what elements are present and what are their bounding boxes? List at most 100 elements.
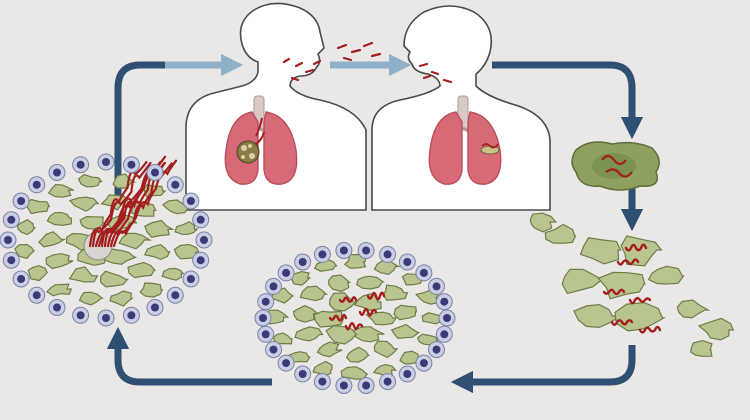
lymphocyte-nucleus	[186, 275, 195, 283]
granuloma-macrophage	[14, 243, 36, 259]
lymphocyte-nucleus	[171, 291, 180, 300]
lymphocyte-nucleus	[53, 168, 61, 177]
lymphocyte-nucleus	[440, 330, 449, 339]
granuloma-macrophage	[328, 274, 352, 293]
lymphocyte-nucleus	[196, 215, 205, 224]
infected-macrophage	[571, 141, 660, 191]
bacteria-icon	[624, 243, 648, 252]
lymphocyte-nucleus	[151, 303, 159, 312]
lymphocyte-nucleus	[362, 381, 371, 390]
lymphocyte-nucleus	[403, 258, 412, 266]
new-host-lungs	[428, 95, 502, 185]
lymphocyte-nucleus	[318, 250, 327, 259]
granuloma-macrophage	[373, 258, 401, 275]
macrophage-cluster	[529, 212, 735, 357]
granuloma-macrophage	[77, 173, 103, 188]
granuloma-macrophage	[27, 265, 49, 282]
lymphocyte-nucleus	[318, 377, 327, 386]
granuloma-macrophage	[382, 284, 409, 301]
cycle-arrow-top-right	[492, 61, 644, 140]
lymphocyte-nucleus	[261, 330, 270, 339]
ruptured-granuloma	[0, 153, 213, 327]
lymphocyte-nucleus	[339, 246, 348, 255]
new-host-left-lung	[428, 111, 463, 185]
lymphocyte-nucleus	[171, 180, 180, 189]
infected-host-lungs	[224, 95, 298, 185]
lymphocyte-nucleus	[32, 291, 41, 300]
lymphocyte-nucleus	[432, 345, 441, 354]
lymphocyte-nucleus	[403, 370, 412, 378]
granuloma-macrophage	[47, 183, 74, 198]
granuloma-macrophage	[365, 311, 398, 326]
primary-lesion-icon	[480, 143, 500, 155]
bacteria-icon	[628, 297, 652, 305]
granuloma-macrophage	[45, 283, 73, 297]
escaping-bacteria-icon	[112, 159, 178, 248]
inhaled-droplets-icon	[418, 62, 453, 84]
bacteria-icon	[328, 313, 348, 322]
granuloma-macrophage	[144, 219, 175, 238]
infected-host-right-lung	[263, 111, 298, 185]
granuloma-macrophage	[16, 218, 37, 236]
macrophage-cell	[529, 212, 558, 233]
macrophage-cell	[690, 339, 713, 357]
macrophage-cell	[573, 303, 623, 329]
granuloma-macrophage	[355, 275, 386, 290]
lymphocyte-nucleus	[383, 377, 392, 386]
macrophage-cell	[620, 235, 663, 267]
granuloma-macrophage	[173, 243, 200, 260]
lymphocyte-nucleus	[282, 359, 291, 368]
bacteria-icon	[366, 291, 386, 301]
bacteria-icon	[344, 321, 364, 331]
lymphocyte-nucleus	[259, 314, 267, 322]
granuloma-macrophage	[393, 304, 417, 321]
granuloma-macrophage	[68, 266, 99, 283]
lymphocyte-nucleus	[102, 158, 110, 166]
granuloma-macrophage	[139, 282, 164, 298]
macrophage-cell	[561, 268, 606, 295]
cycle-arrow-left-up	[114, 61, 165, 205]
bacteria-icon	[638, 325, 662, 334]
granuloma-macrophage	[143, 244, 171, 261]
granuloma	[254, 242, 456, 394]
lymphocyte-nucleus	[261, 297, 270, 306]
granuloma-macrophage	[316, 341, 343, 358]
granuloma-macrophage	[313, 258, 338, 272]
granuloma-macrophage	[292, 305, 320, 323]
granuloma-macrophage	[174, 221, 199, 235]
lymphocyte-nucleus	[432, 282, 441, 291]
lymphocyte-nucleus	[298, 258, 307, 266]
granuloma-macrophage	[45, 253, 74, 270]
granuloma-macrophage	[373, 340, 399, 359]
lymphocyte-nucleus	[102, 314, 110, 322]
granuloma-macrophage	[38, 231, 67, 248]
lymphocyte-nucleus	[127, 311, 136, 320]
granuloma-macrophage	[161, 267, 185, 281]
bacteria-icon	[602, 288, 626, 296]
lymphocyte-nucleus	[4, 236, 12, 244]
granuloma-macrophage	[299, 285, 328, 302]
cycle-arrows	[106, 53, 644, 394]
lymphocyte-nucleus	[53, 303, 61, 312]
lymphocyte-nucleus	[17, 275, 26, 283]
lymphocyte-nucleus	[269, 282, 278, 291]
granuloma-macrophage	[399, 350, 422, 365]
lymphocyte-nucleus	[419, 359, 428, 368]
escaping-bacteria-icon	[88, 161, 152, 248]
lymphocyte-nucleus	[200, 236, 208, 244]
bacteria-icon	[358, 307, 378, 317]
macrophage-cell	[647, 265, 685, 285]
lymphocyte-nucleus	[127, 160, 136, 169]
lymphocyte-nucleus	[339, 381, 348, 390]
macrophage-cell	[544, 223, 577, 244]
bacteria-icon	[616, 258, 640, 266]
macrophage-cell	[697, 317, 735, 341]
new-host	[371, 5, 551, 211]
granuloma-macrophage	[109, 290, 134, 307]
airborne-droplets-icon	[336, 41, 382, 62]
granuloma-macrophage	[78, 291, 105, 306]
lymphocyte-nucleus	[7, 215, 16, 224]
granuloma-macrophage	[99, 270, 129, 288]
